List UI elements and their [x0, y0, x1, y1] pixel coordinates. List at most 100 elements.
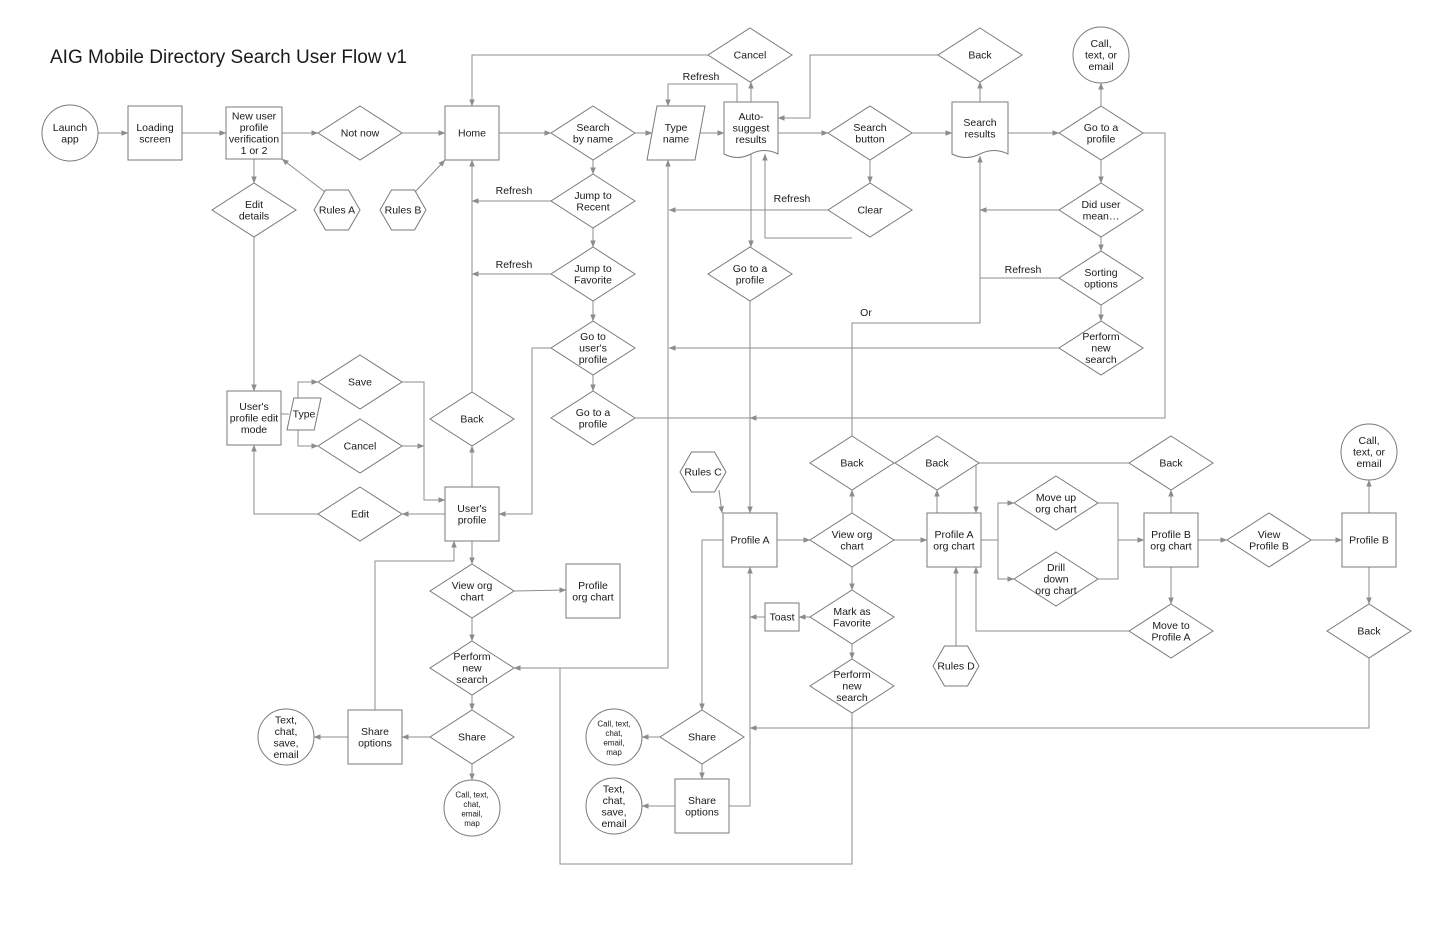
node-searchbtn-shape	[827, 105, 913, 161]
node-goto_profile_top-shape	[1058, 105, 1144, 161]
node-textchat_left-label: Text,chat,save,email	[273, 714, 298, 761]
node-back_right-shape	[1326, 603, 1412, 659]
node-sorting-shape	[1058, 250, 1144, 306]
node-rulesA-shape	[313, 189, 361, 231]
node-searchname-shape	[550, 105, 636, 161]
node-call_right-shape	[1340, 423, 1398, 481]
node-back_top: Back	[937, 27, 1023, 83]
node-back_pb-shape	[1128, 435, 1214, 491]
connector-shareopts-profileA	[729, 566, 753, 807]
connector-movetoA-paorg	[973, 566, 1129, 632]
node-gotouser-shape	[550, 320, 636, 376]
connector-autosuggest-refresh	[665, 83, 738, 107]
node-clear-label: Clear	[857, 205, 883, 217]
connector-label-refresh-fav: Refresh	[496, 259, 533, 271]
connector-back-profileA	[749, 658, 1370, 731]
connector-paorg-branch	[981, 500, 1015, 541]
node-save-label: Save	[348, 377, 372, 389]
node-textchat_pa: Text,chat,save,email	[585, 777, 643, 835]
node-back_pb-label: Back	[1159, 458, 1183, 470]
node-typename-shape	[646, 105, 706, 161]
node-profileA: Profile A	[722, 512, 778, 568]
node-save: Save	[317, 354, 403, 410]
node-type_small-shape	[286, 397, 322, 431]
connector-rulesC-profileA	[718, 489, 724, 514]
node-textchat_pa-shape	[585, 777, 643, 835]
node-profileB: Profile B	[1341, 512, 1397, 568]
connector-label-or: Or	[860, 307, 872, 319]
node-home-shape	[444, 105, 500, 161]
node-clear: Clear	[827, 182, 913, 238]
node-profileA-label: Profile A	[730, 535, 769, 547]
diagram-title: AIG Mobile Directory Search User Flow v1	[50, 47, 407, 68]
connector-gotouser-usersprofile	[498, 347, 551, 517]
node-rulesD-label: Rules D	[937, 661, 975, 673]
node-back_pb: Back	[1128, 435, 1214, 491]
node-perform_left-shape	[429, 640, 515, 696]
node-back_pa-label: Back	[840, 458, 864, 470]
node-call_top-shape	[1072, 26, 1130, 84]
node-share_left: Share	[429, 709, 515, 765]
node-goto_profile_low-shape	[550, 390, 636, 446]
node-share_left-shape	[429, 709, 515, 765]
node-cancel_top-shape	[707, 27, 793, 83]
connector-rulesA-verify	[281, 158, 326, 193]
node-cancel_top-label: Cancel	[734, 50, 767, 62]
node-jumprecent-shape	[550, 173, 636, 229]
node-pborg-shape	[1143, 512, 1199, 568]
node-callsmall_pa-label: Call, text,chat,email,map	[597, 719, 630, 757]
connector-moveup-pborg	[1098, 502, 1145, 543]
node-vieworg_pa-shape	[809, 512, 895, 568]
node-share_pa-shape	[659, 709, 745, 765]
connector-gotoprofile-profileA	[749, 132, 1166, 421]
node-cancel_mid-label: Cancel	[344, 441, 377, 453]
node-rulesC: Rules C	[679, 451, 727, 493]
node-cancel_mid: Cancel	[317, 418, 403, 474]
connector-vieworg-profileorg	[513, 587, 567, 593]
connector-label-refresh-sort: Refresh	[1005, 264, 1042, 276]
node-editdetails-shape	[211, 182, 297, 238]
node-toast-label: Toast	[769, 612, 794, 624]
node-back_right: Back	[1326, 603, 1412, 659]
connector-type-save	[297, 379, 319, 398]
node-share_left-label: Share	[458, 732, 486, 744]
node-share_pa-label: Share	[688, 732, 716, 744]
